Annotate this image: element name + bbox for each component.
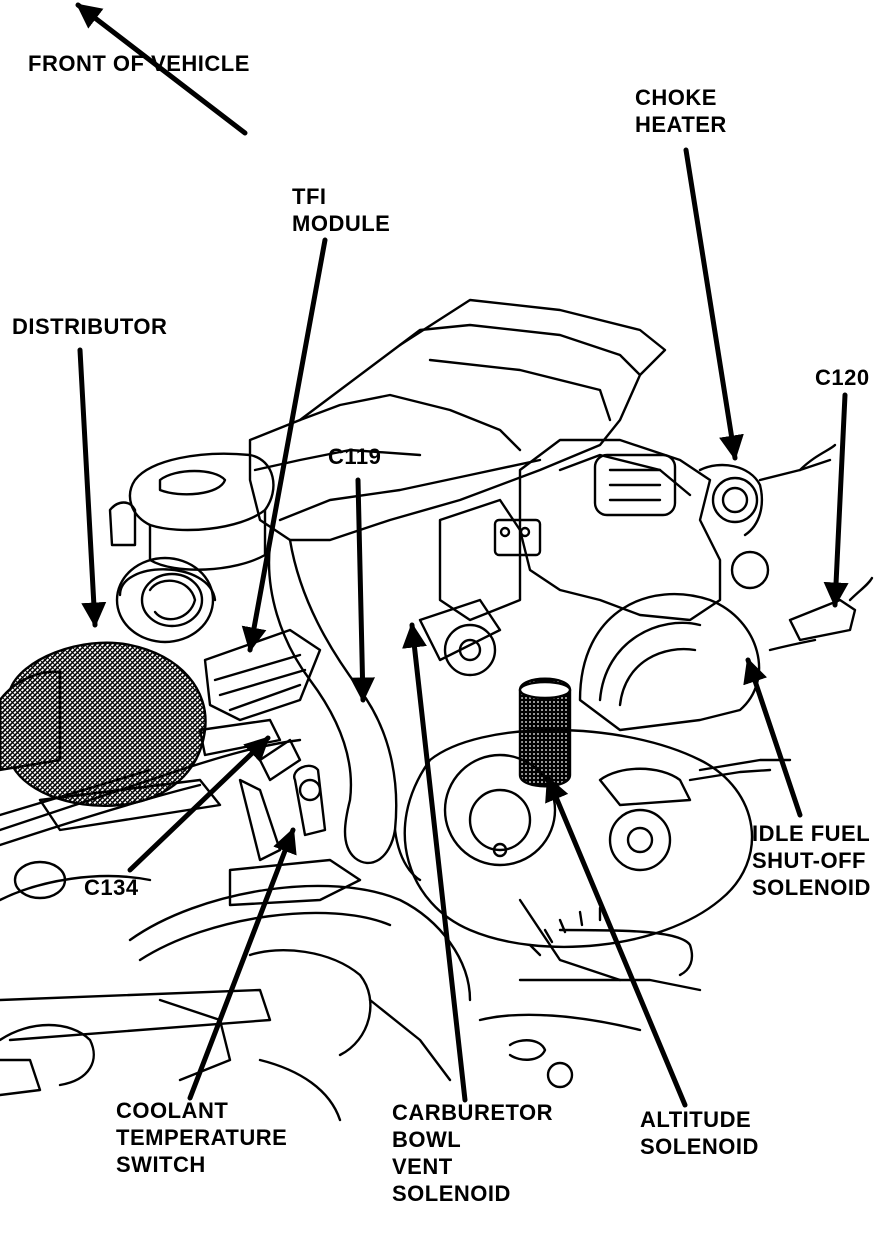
carb-line-2: BOWL bbox=[392, 1127, 462, 1152]
carburetor-bowl-vent-solenoid-label: CARBURETOR BOWL VENT SOLENOID bbox=[392, 1099, 553, 1207]
leader-altitude-solenoid bbox=[545, 775, 688, 1108]
coolant-switch-body bbox=[293, 764, 327, 837]
carb-line-3: VENT bbox=[392, 1154, 453, 1179]
c120-label: C120 bbox=[815, 365, 870, 390]
distributor-label: DISTRIBUTOR bbox=[12, 314, 168, 339]
main-pulley bbox=[578, 592, 761, 732]
idle-fuel-line-1: IDLE FUEL bbox=[752, 821, 871, 846]
idle-fuel-line-2: SHUT-OFF bbox=[752, 848, 866, 873]
leader-c120 bbox=[823, 392, 849, 608]
altitude-line-1: ALTITUDE bbox=[640, 1107, 752, 1132]
choke-housing bbox=[593, 453, 677, 517]
c119-label: C119 bbox=[328, 444, 382, 469]
tfi-module-label: TFI MODULE bbox=[292, 183, 390, 237]
coolant-line-3: SWITCH bbox=[116, 1152, 206, 1177]
leader-idle-fuel-solenoid bbox=[743, 657, 803, 818]
altitude-solenoid-label: ALTITUDE SOLENOID bbox=[640, 1106, 759, 1160]
idle-solenoid-connector bbox=[598, 767, 692, 807]
leader-distributor bbox=[77, 347, 107, 628]
tfi-module-line-1: TFI bbox=[292, 184, 327, 209]
leader-c119 bbox=[349, 477, 375, 703]
coolant-temperature-switch-label: COOLANT TEMPERATURE SWITCH bbox=[116, 1097, 287, 1178]
idle-fuel-shutoff-solenoid-label: IDLE FUEL SHUT-OFF SOLENOID bbox=[752, 820, 871, 901]
leader-bowl-vent-solenoid bbox=[402, 622, 468, 1103]
altitude-solenoid-body bbox=[518, 677, 572, 788]
front-of-vehicle-label: FRONT OF VEHICLE bbox=[28, 51, 250, 76]
drive-belt bbox=[403, 728, 754, 949]
leader-c134 bbox=[127, 735, 271, 873]
choke-heater-line-2: HEATER bbox=[635, 112, 727, 137]
carb-line-1: CARBURETOR bbox=[392, 1100, 554, 1125]
carburetor-body bbox=[518, 438, 722, 622]
carb-line-4: SOLENOID bbox=[392, 1181, 511, 1206]
tfi-module-line-2: MODULE bbox=[292, 211, 391, 236]
idle-fuel-line-3: SOLENOID bbox=[752, 875, 871, 900]
leader-tfi-module bbox=[241, 237, 328, 653]
altitude-line-2: SOLENOID bbox=[640, 1134, 759, 1159]
upper-radiator-hose bbox=[267, 538, 398, 864]
coolant-line-1: COOLANT bbox=[116, 1098, 229, 1123]
distributor-cap-top bbox=[115, 556, 215, 644]
front-arrow-line bbox=[75, 2, 248, 136]
valve-cover bbox=[248, 298, 667, 542]
leader-coolant-switch bbox=[187, 827, 297, 1101]
coolant-line-2: TEMPERATURE bbox=[116, 1125, 288, 1150]
tfi-module-body bbox=[203, 628, 322, 722]
c134-label: C134 bbox=[84, 875, 139, 900]
leader-choke-heater bbox=[683, 147, 744, 461]
choke-heater-line-1: CHOKE bbox=[635, 85, 717, 110]
choke-heater-label: CHOKE HEATER bbox=[635, 84, 727, 138]
water-pump-pulley bbox=[443, 753, 557, 867]
